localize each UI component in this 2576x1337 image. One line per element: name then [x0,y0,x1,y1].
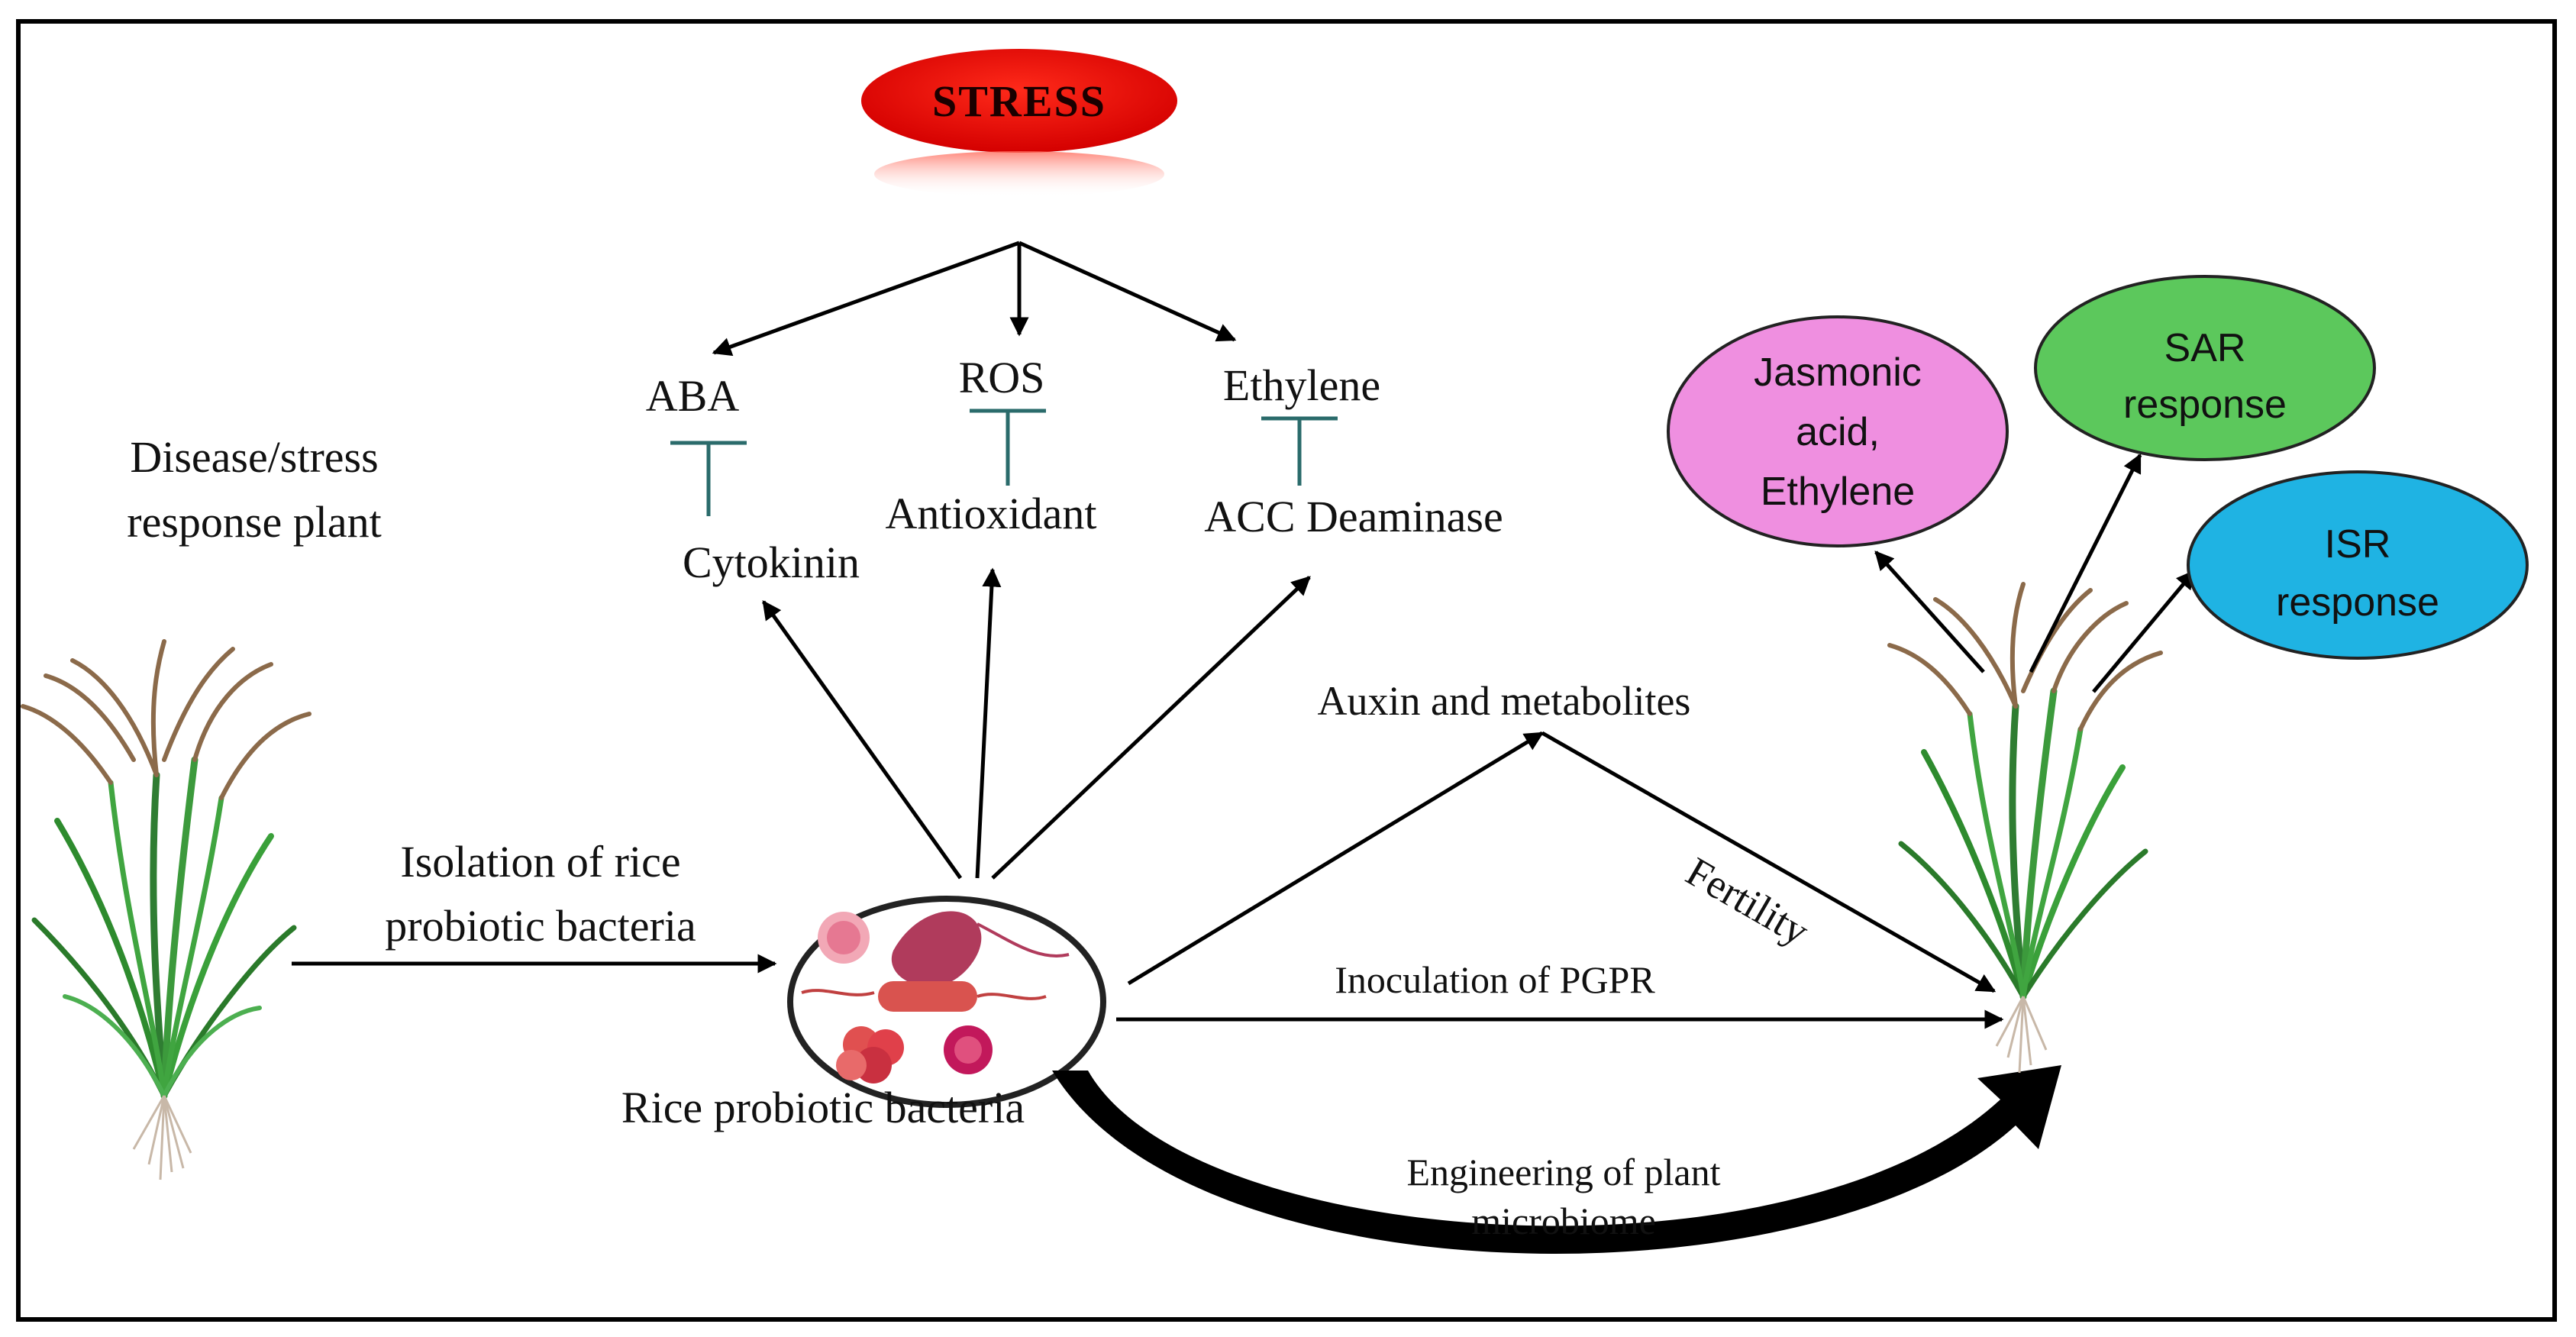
outer-frame [16,19,2557,1322]
inhibition-ethylene [1261,416,1338,486]
rice-plant-icon [21,639,312,1180]
isr-line1: ISR [2325,522,2391,567]
jasmonic-line2: acid, [1796,410,1880,454]
left-plant-label-line1: Disease/stress [130,432,378,482]
jasmonic-line3: Ethylene [1761,470,1915,514]
antioxidant-label: Antioxidant [885,489,1096,538]
cytokinin-label: Cytokinin [683,538,860,587]
sar-line1: SAR [2164,326,2246,370]
jasmonic-line1: Jasmonic [1754,350,1922,395]
engineering-label-line1: Engineering of plant [1407,1151,1721,1193]
bacteria-to-hormone-arrows [761,567,1311,880]
auxin-arrow [1127,731,1545,986]
stress-node: STRESS [861,49,1177,197]
sar-response-bubble: SAR response [2034,275,2376,461]
response-arrows [1874,453,2196,693]
jasmonic-acid-bubble: Jasmonic acid, Ethylene [1667,315,2009,547]
acc-deaminase-label: ACC Deaminase [1204,492,1503,541]
inhibition-ros [970,409,1046,486]
fertility-label: Fertility [1679,848,1817,954]
fertility-arrow [1541,731,1997,993]
ros-label: ROS [959,353,1045,402]
engineering-arrow [1052,1065,2061,1254]
stress-arrows [712,241,1237,357]
isolation-label-line1: Isolation of rice [400,837,680,886]
bacteria-label: Rice probiotic bacteria [621,1083,1025,1132]
isr-line2: response [2276,580,2439,625]
engineering-label-line2: microbiome [1471,1200,1656,1242]
left-plant-label-line2: response plant [127,497,381,547]
sar-line2: response [2123,383,2287,427]
auxin-label: Auxin and metabolites [1318,678,1691,724]
stress-label: STRESS [932,76,1106,126]
aba-label: ABA [646,371,740,421]
rice-plant-icon [1887,582,2163,1074]
bacteria-icon [787,896,1106,1108]
inoculation-label: Inoculation of PGPR [1335,958,1655,1001]
inhibition-aba [670,441,747,516]
isr-response-bubble: ISR response [2187,470,2529,660]
jasmonic-ellipse [1667,315,2009,547]
ethylene-label: Ethylene [1223,360,1380,410]
isolation-label-line2: probiotic bacteria [385,901,696,951]
